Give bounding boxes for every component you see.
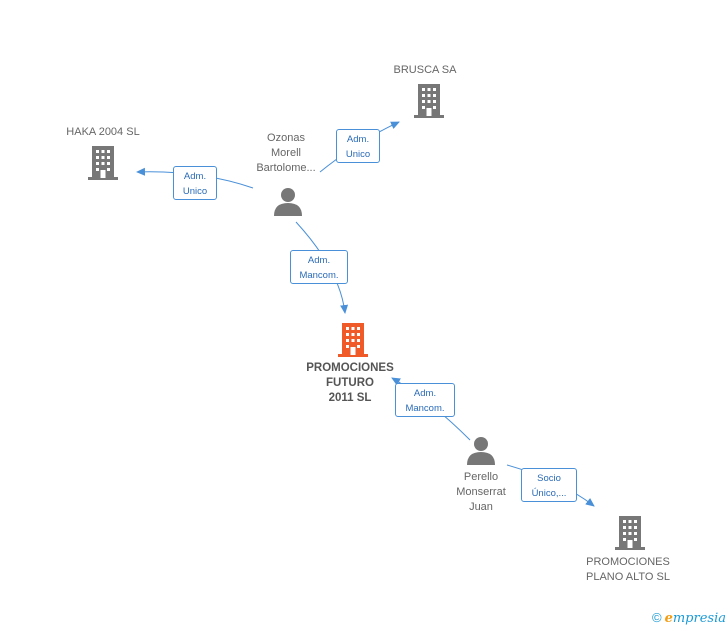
edge-label-perello-plano[interactable]: Socio Único,... [521, 468, 577, 502]
node-label-promociones-futuro[interactable]: PROMOCIONES FUTURO 2011 SL [306, 362, 394, 404]
edge-label-ozonas-brusca[interactable]: Adm. Unico [336, 129, 380, 163]
building-icon-highlighted[interactable] [338, 323, 368, 357]
node-label-perello[interactable]: Perello Monserrat Juan [456, 471, 506, 513]
copyright-symbol: © [651, 610, 662, 625]
edge-label-perello-futuro[interactable]: Adm. Mancom. [395, 383, 455, 417]
person-icon[interactable] [466, 435, 496, 465]
building-icon[interactable] [615, 516, 645, 550]
empresia-logo: empresia [664, 611, 726, 626]
building-icon[interactable] [88, 146, 118, 180]
edge-label-ozonas-futuro[interactable]: Adm. Mancom. [290, 250, 348, 284]
node-label-brusca[interactable]: BRUSCA SA [393, 64, 457, 76]
person-icon[interactable] [273, 186, 303, 216]
node-label-haka[interactable]: HAKA 2004 SL [66, 126, 140, 138]
building-icon[interactable] [414, 84, 444, 118]
node-label-ozonas[interactable]: Ozonas Morell Bartolome... [256, 132, 316, 174]
edge-label-ozonas-haka[interactable]: Adm. Unico [173, 166, 217, 200]
node-label-plano-alto[interactable]: PROMOCIONES PLANO ALTO SL [586, 556, 670, 583]
footer-watermark: ©empresia [652, 610, 726, 626]
